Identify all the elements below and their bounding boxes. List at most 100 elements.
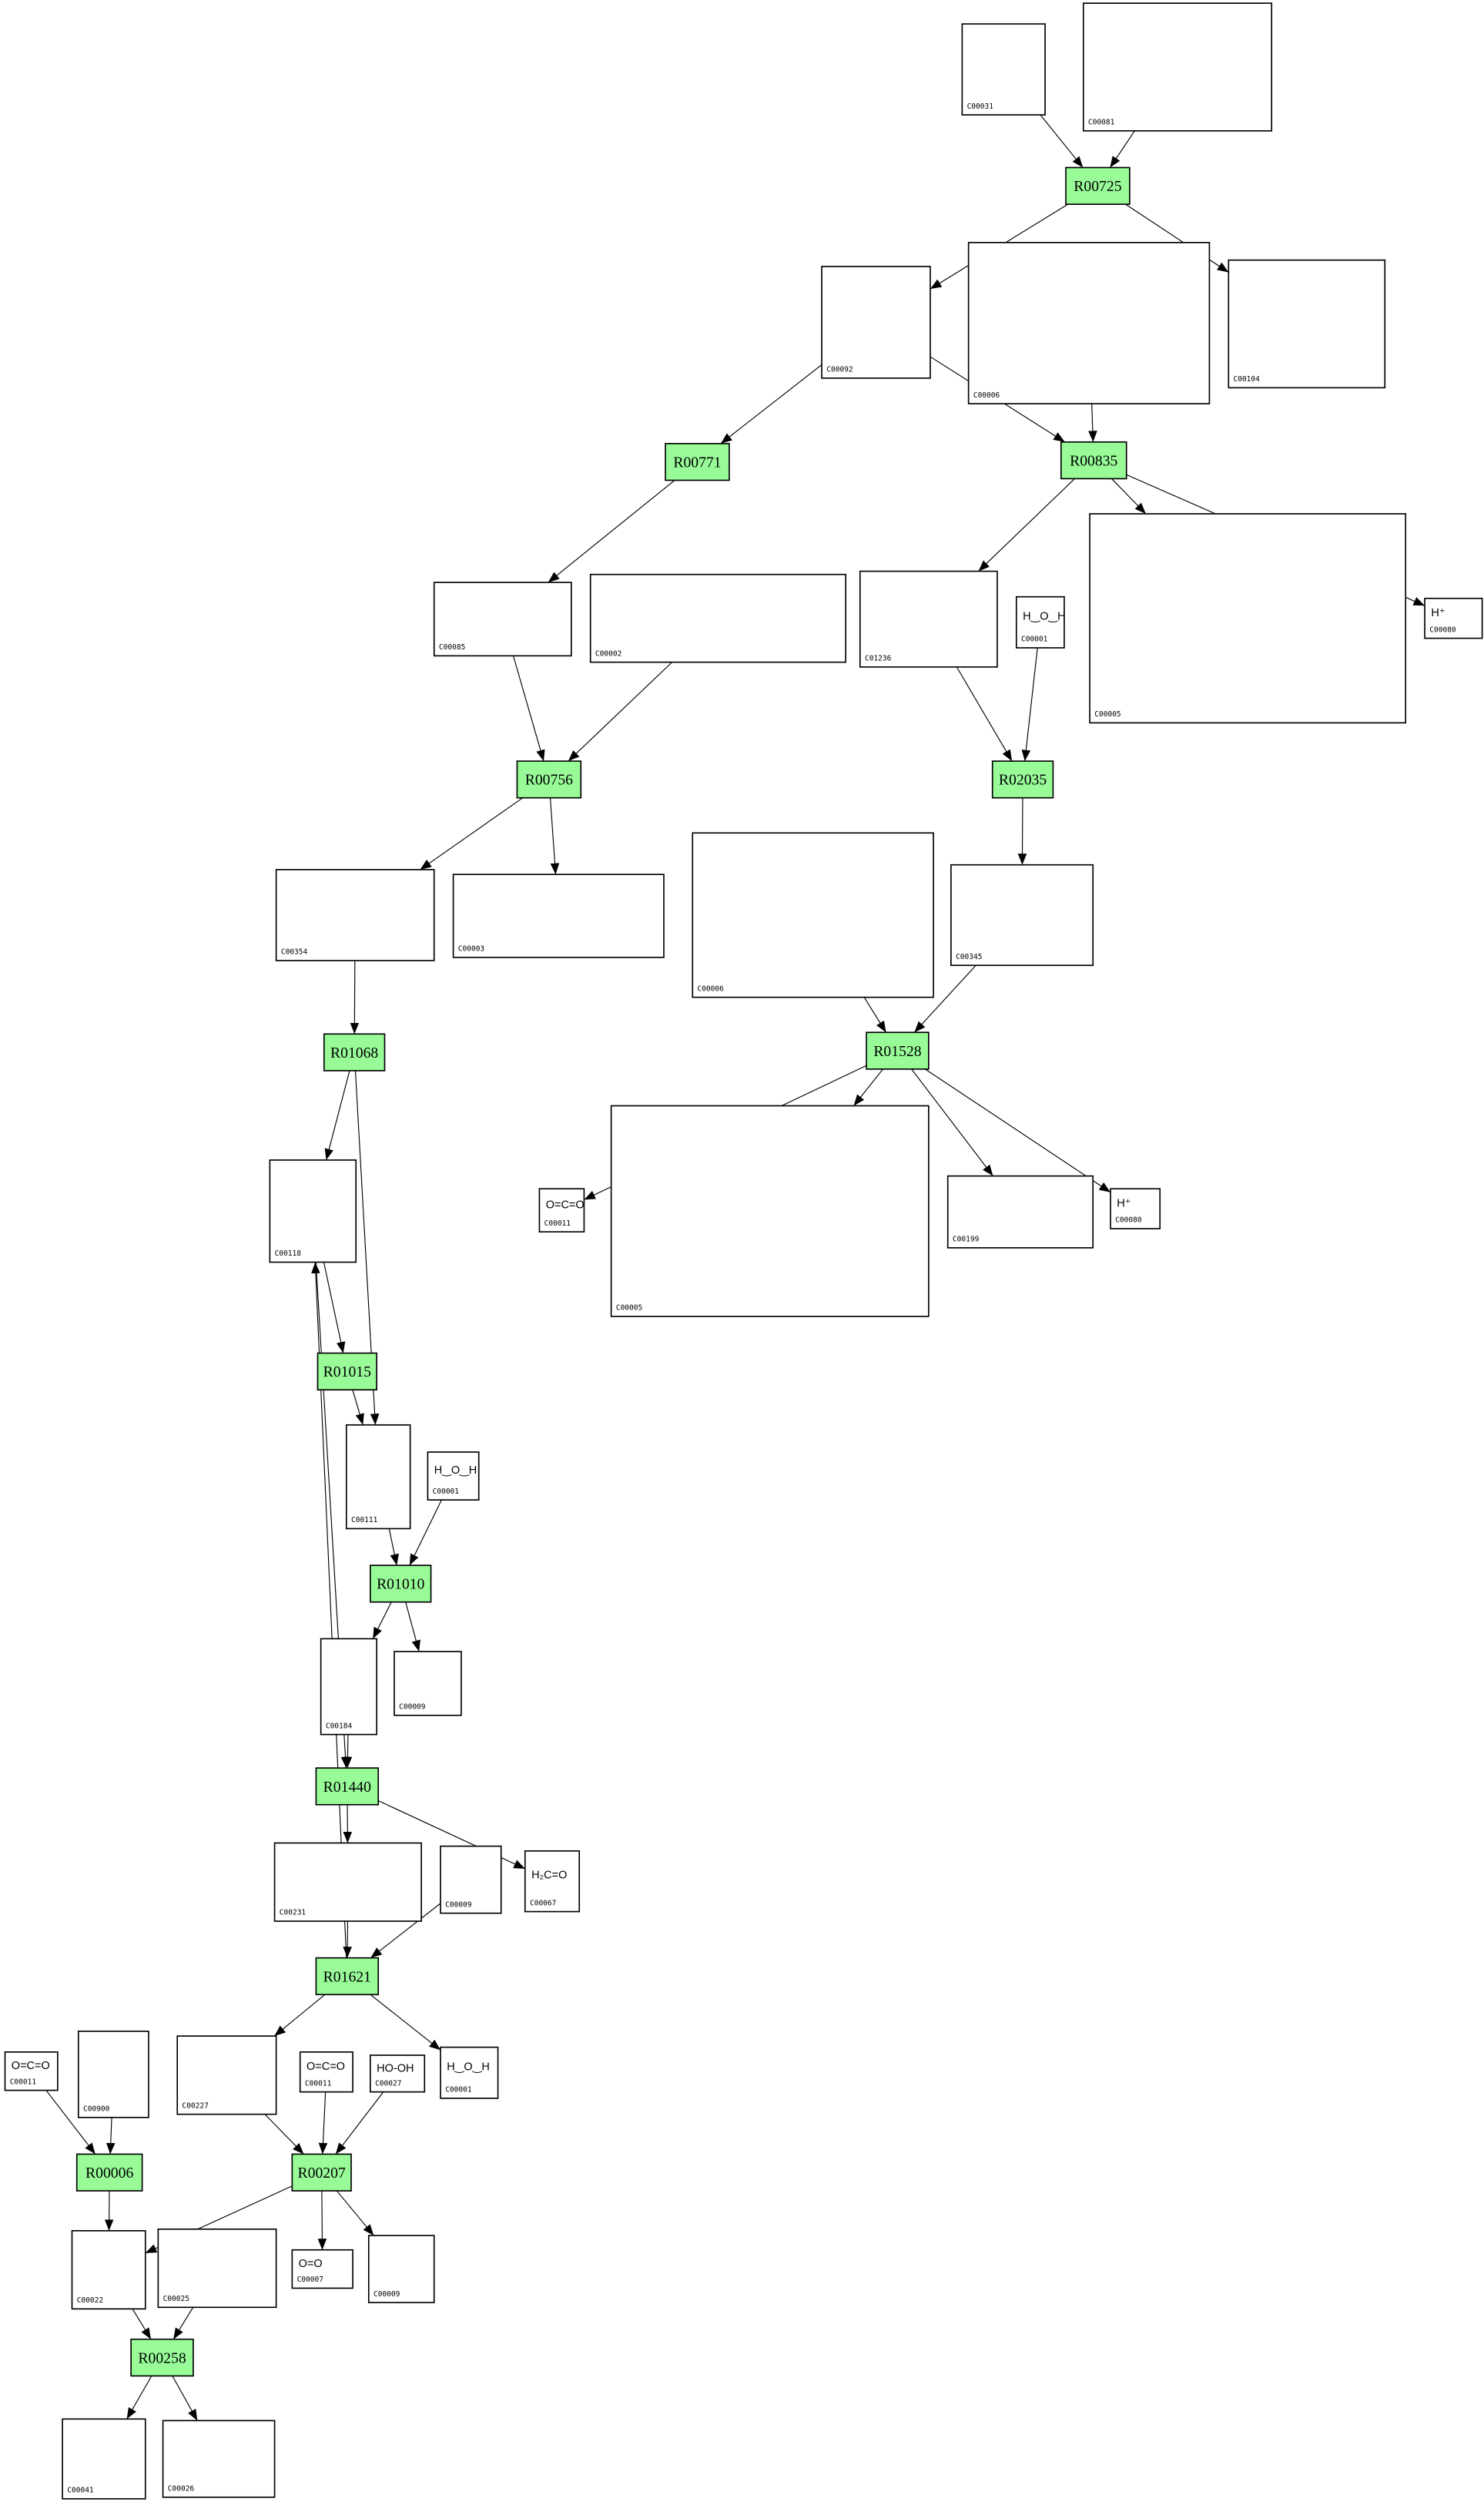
reaction-box[interactable] [291, 2153, 352, 2192]
compound-box[interactable] [1089, 513, 1407, 724]
reaction-node-r00006[interactable]: R00006 [75, 2153, 143, 2192]
reaction-node-r01068[interactable]: R01068 [323, 1033, 386, 1072]
compound-node-c00080[interactable]: H⁺C00080 [1110, 1188, 1161, 1229]
compound-box[interactable] [162, 2420, 276, 2498]
reaction-node-r01621[interactable]: R01621 [315, 1957, 380, 1996]
compound-node-c00085[interactable]: C00085 [433, 582, 572, 657]
reaction-node-r00725[interactable]: R00725 [1065, 166, 1131, 205]
compound-box[interactable] [967, 242, 1211, 404]
compound-box[interactable] [427, 1451, 480, 1501]
compound-node-c00111[interactable]: C00111 [345, 1424, 411, 1530]
compound-box[interactable] [821, 266, 931, 379]
compound-box[interactable] [291, 2249, 353, 2289]
reaction-box[interactable] [991, 760, 1054, 799]
compound-node-c00104[interactable]: C00104 [1228, 259, 1386, 389]
compound-box[interactable] [452, 874, 665, 958]
reaction-node-r01440[interactable]: R01440 [315, 1767, 380, 1806]
compound-node-c00092[interactable]: C00092 [821, 266, 931, 379]
compound-box[interactable] [157, 2228, 277, 2309]
reaction-box[interactable] [75, 2153, 143, 2192]
compound-box[interactable] [692, 832, 934, 998]
compound-node-c00006[interactable]: C00006 [967, 242, 1211, 404]
compound-box[interactable] [524, 1850, 581, 1913]
compound-box[interactable] [71, 2230, 146, 2310]
reaction-node-r00756[interactable]: R00756 [516, 760, 582, 799]
compound-node-c00005[interactable]: C00005 [610, 1105, 930, 1317]
reaction-node-r01015[interactable]: R01015 [317, 1352, 377, 1391]
reaction-box[interactable] [315, 1957, 380, 1996]
compound-node-c00118[interactable]: C00118 [269, 1159, 357, 1263]
compound-node-c00022[interactable]: C00022 [71, 2230, 146, 2310]
compound-box[interactable] [4, 2051, 59, 2091]
compound-box[interactable] [1082, 2, 1273, 132]
compound-node-c00005[interactable]: C00005 [1089, 513, 1407, 724]
compound-node-c00031[interactable]: C00031 [961, 23, 1046, 116]
compound-node-c00009[interactable]: C00009 [440, 1845, 502, 1914]
compound-box[interactable] [538, 1188, 585, 1233]
compound-box[interactable] [1015, 595, 1065, 649]
compound-node-c00354[interactable]: C00354 [275, 869, 435, 961]
compound-box[interactable] [320, 1638, 377, 1736]
reaction-node-r00771[interactable]: R00771 [665, 443, 730, 481]
reaction-box[interactable] [1065, 166, 1131, 205]
compound-box[interactable] [345, 1424, 411, 1530]
reaction-node-r00207[interactable]: R00207 [291, 2153, 352, 2192]
compound-box[interactable] [589, 573, 846, 663]
reaction-node-r01528[interactable]: R01528 [866, 1031, 930, 1070]
reaction-box[interactable] [1060, 441, 1127, 480]
compound-node-c00184[interactable]: C00184 [320, 1638, 377, 1736]
compound-box[interactable] [273, 1842, 422, 1922]
compound-box[interactable] [275, 869, 435, 961]
reaction-node-r01010[interactable]: R01010 [370, 1565, 432, 1603]
compound-box[interactable] [433, 582, 572, 657]
compound-node-c00900[interactable]: C00900 [77, 2031, 149, 2118]
reaction-node-r02035[interactable]: R02035 [991, 760, 1054, 799]
compound-box[interactable] [299, 2051, 353, 2093]
compound-box[interactable] [176, 2035, 277, 2115]
compound-box[interactable] [1228, 259, 1386, 389]
reaction-box[interactable] [866, 1031, 930, 1070]
compound-node-c00345[interactable]: C00345 [950, 864, 1094, 967]
reaction-box[interactable] [315, 1767, 380, 1806]
compound-node-c00009[interactable]: C00009 [367, 2235, 435, 2303]
reaction-box[interactable] [323, 1033, 386, 1072]
reaction-box[interactable] [130, 2338, 194, 2377]
compound-box[interactable] [440, 2046, 499, 2099]
reaction-node-r00835[interactable]: R00835 [1060, 441, 1127, 480]
compound-node-c00025[interactable]: C00025 [157, 2228, 277, 2309]
compound-box[interactable] [950, 864, 1094, 967]
compound-box[interactable] [610, 1105, 930, 1317]
compound-box[interactable] [859, 570, 998, 668]
compound-box[interactable] [961, 23, 1046, 116]
compound-box[interactable] [946, 1175, 1094, 1249]
compound-box[interactable] [1424, 597, 1483, 639]
reaction-node-r00258[interactable]: R00258 [130, 2338, 194, 2377]
compound-node-c00006[interactable]: C00006 [692, 832, 934, 998]
compound-box[interactable] [77, 2031, 149, 2118]
compound-box[interactable] [394, 1651, 462, 1716]
compound-node-c00081[interactable]: C00081 [1082, 2, 1273, 132]
compound-node-c00080[interactable]: H⁺C00080 [1424, 597, 1483, 639]
compound-node-c00199[interactable]: C00199 [946, 1175, 1094, 1249]
compound-node-c00003[interactable]: C00003 [452, 874, 665, 958]
compound-node-c00227[interactable]: C00227 [176, 2035, 277, 2115]
compound-node-c00231[interactable]: C00231 [273, 1842, 422, 1922]
reaction-box[interactable] [516, 760, 582, 799]
compound-node-c01236[interactable]: C01236 [859, 570, 998, 668]
compound-node-c00009[interactable]: C00009 [394, 1651, 462, 1716]
compound-node-c00026[interactable]: C00026 [162, 2420, 276, 2498]
compound-node-c00002[interactable]: C00002 [589, 573, 846, 663]
compound-box[interactable] [269, 1159, 357, 1263]
compound-box[interactable] [62, 2418, 146, 2500]
reaction-box[interactable] [317, 1352, 377, 1391]
compound-node-c00041[interactable]: C00041 [62, 2418, 146, 2500]
compound-box[interactable] [440, 1845, 502, 1914]
